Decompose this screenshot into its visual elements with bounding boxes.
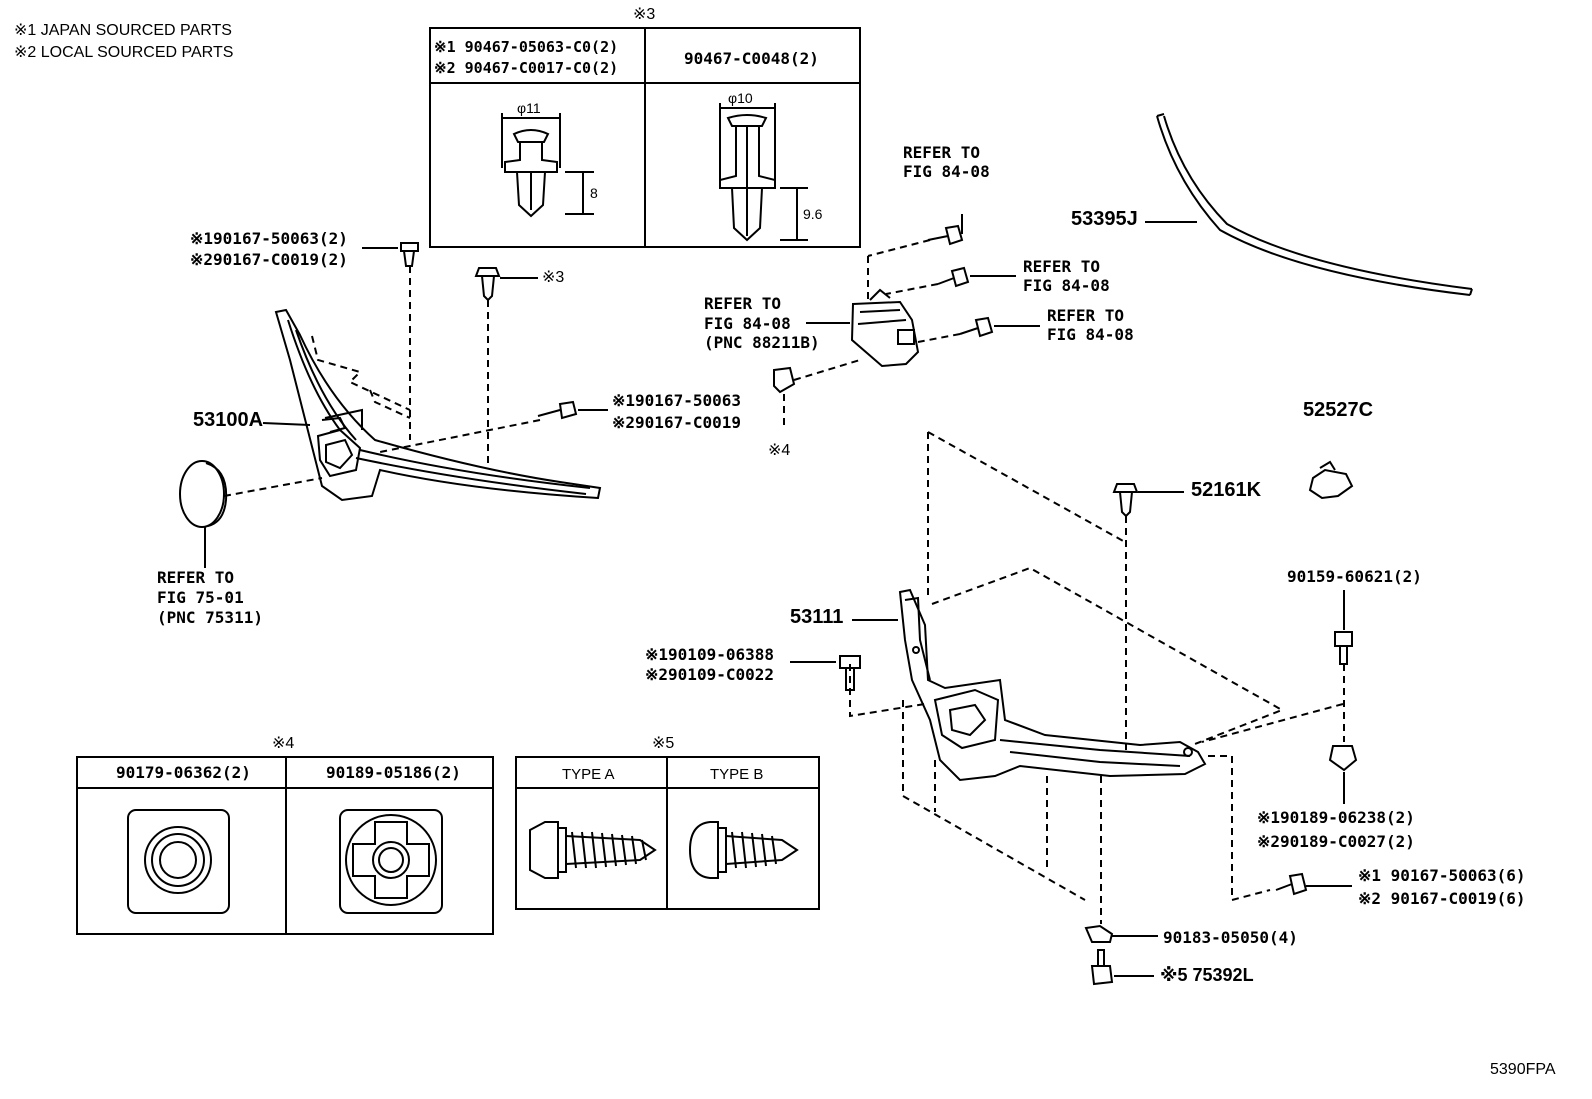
callout-molding: 53395J (1071, 208, 1138, 230)
callout-nut4: ※4 (768, 442, 791, 459)
clip11-diameter: φ11 (517, 100, 541, 116)
table3-part-2: ※2 90467-C0017-C0(2) (434, 59, 619, 77)
callout-mid-screw-2: ※290167-C0019 (612, 413, 741, 432)
callout-ref-c-1: REFER TO (1047, 306, 1125, 325)
clip-11-icon (501, 113, 594, 218)
japan-note: ※1 JAPAN SOURCED PARTS (14, 22, 232, 39)
callout-sensor-1: REFER TO (704, 294, 782, 313)
emblem-icon (179, 460, 228, 528)
clip10-diameter: φ10 (728, 90, 753, 106)
clip10-length: 9.6 (803, 206, 823, 222)
table5-type-a: TYPE A (562, 766, 615, 783)
callout-emblem-ref-2: FIG 75-01 (157, 588, 244, 607)
callout-emblem-ref-3: (PNC 75311) (157, 608, 263, 627)
callout-ref-a-1: REFER TO (903, 143, 981, 162)
callout-screw-75392: ※5 75392L (1160, 965, 1254, 985)
table3-marker: ※3 (633, 6, 656, 23)
callout-nut-90183: 90183-05050(4) (1163, 928, 1298, 947)
table4-part-2: 90189-05186(2) (326, 763, 461, 782)
clip-10-icon (719, 103, 808, 242)
dashed-guides (223, 239, 1345, 924)
clip-table-3 (429, 27, 861, 248)
callout-clip3: ※3 (542, 269, 565, 286)
table5-type-b: TYPE B (710, 766, 764, 783)
callout-top-clip-1: ※190167-50063(2) (190, 229, 348, 248)
callout-ref-c-2: FIG 84-08 (1047, 325, 1134, 344)
callout-bolt-90159: 90159-60621(2) (1287, 567, 1422, 586)
callout-ref-b-2: FIG 84-08 (1023, 276, 1110, 295)
callout-bolt-2: ※290109-C0022 (645, 665, 774, 684)
callout-grille: 53100A (193, 409, 264, 431)
screw-table-5 (515, 756, 820, 910)
grille-53100a (274, 308, 602, 502)
figure-code: 5390FPA (1490, 1061, 1556, 1078)
nut-table-4 (76, 756, 494, 935)
callout-screw6-1: ※1 90167-50063(6) (1358, 866, 1526, 885)
table4-part-1: 90179-06362(2) (116, 763, 251, 782)
leader-lines (262, 214, 1352, 977)
callout-clip-52161: 52161K (1191, 479, 1262, 501)
callout-mid-screw-1: ※190167-50063 (612, 391, 741, 410)
callout-sensor-2: FIG 84-08 (704, 314, 791, 333)
screw-type-b-icon (688, 821, 799, 879)
callout-bolt-1: ※190109-06388 (645, 645, 774, 664)
callout-nut-1: ※190189-06238(2) (1257, 808, 1415, 827)
clip11-length: 8 (590, 185, 598, 201)
callout-ref-a-2: FIG 84-08 (903, 162, 990, 181)
nut-90189-icon (339, 809, 443, 914)
callout-ref-b-1: REFER TO (1023, 257, 1101, 276)
screw-type-a-icon (529, 821, 657, 879)
callout-screw6-2: ※2 90167-C0019(6) (1358, 889, 1526, 908)
sensor-bracket (850, 288, 920, 368)
nut-90179-icon (127, 809, 230, 914)
table3-part-3: 90467-C0048(2) (684, 49, 819, 68)
table5-marker: ※5 (652, 735, 675, 752)
callout-top-clip-2: ※290167-C0019(2) (190, 250, 348, 269)
callout-nut-2: ※290189-C0027(2) (1257, 832, 1415, 851)
callout-sensor-3: (PNC 88211B) (704, 333, 820, 352)
table4-marker: ※4 (272, 735, 295, 752)
fastener-icons (400, 224, 1358, 986)
table3-part-1: ※1 90467-05063-C0(2) (434, 38, 619, 56)
callout-support: 53111 (790, 606, 844, 628)
molding-53395j (1156, 113, 1473, 296)
bracket-52527c (1308, 460, 1354, 500)
callout-bracket-small: 52527C (1303, 399, 1374, 421)
local-note: ※2 LOCAL SOURCED PARTS (14, 44, 234, 61)
support-53111 (898, 588, 1207, 782)
callout-emblem-ref-1: REFER TO (157, 568, 235, 587)
